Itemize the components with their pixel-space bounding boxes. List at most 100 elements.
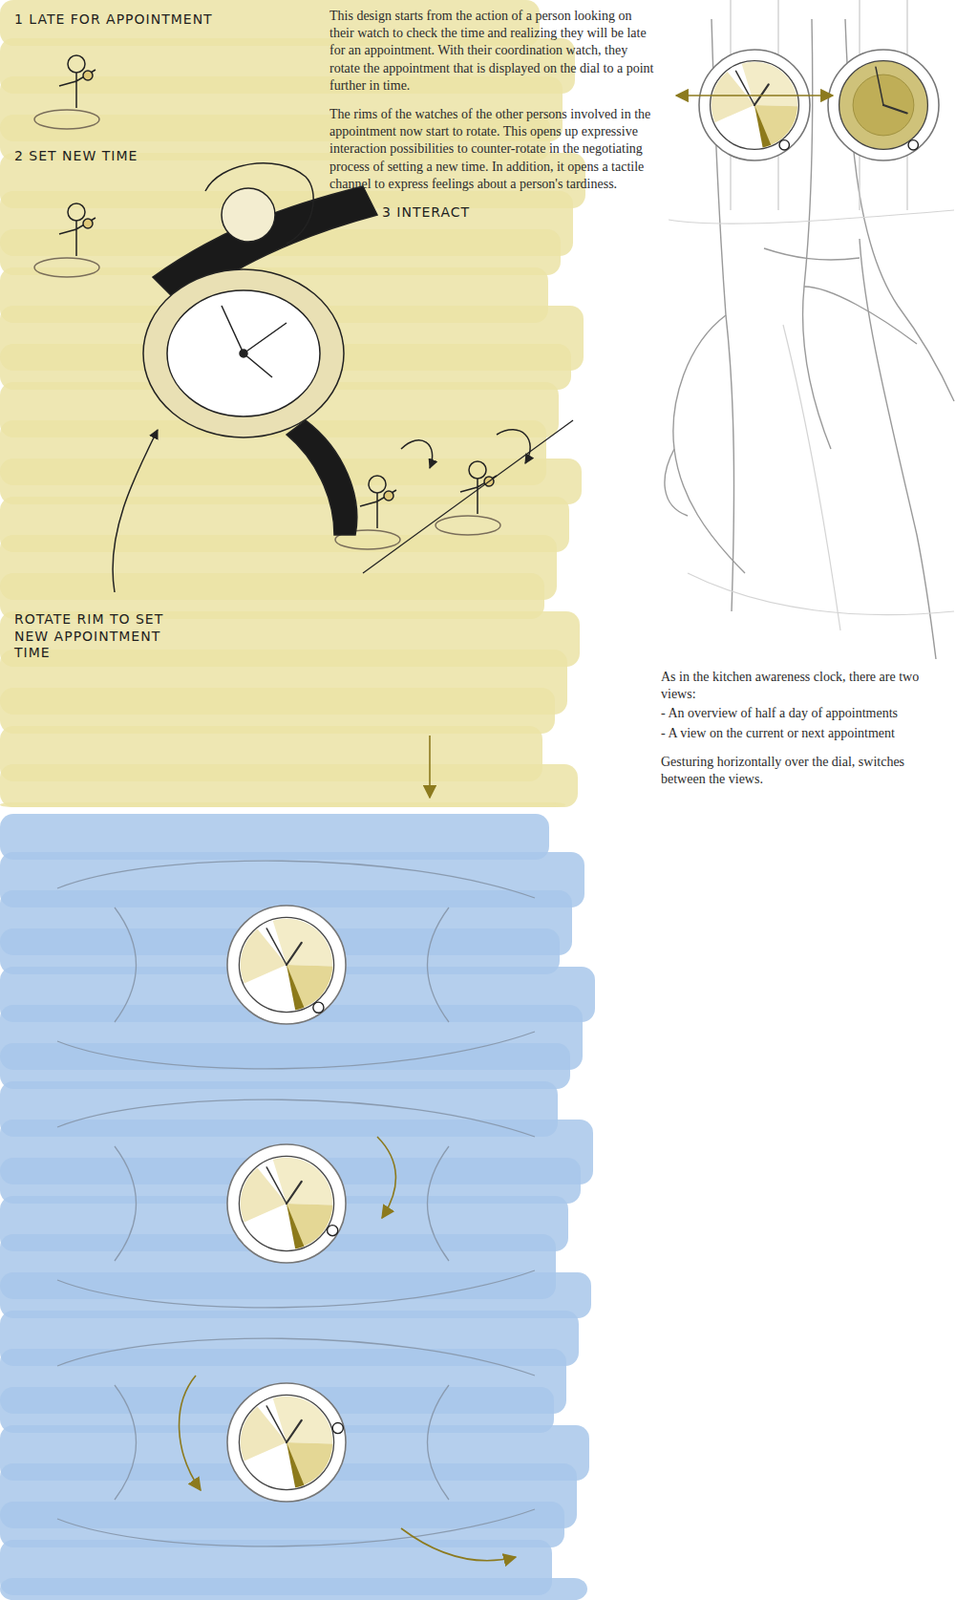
sketch-line: [687, 573, 955, 616]
painted-band: This design starts from the action of a …: [0, 0, 669, 808]
pen-line: [362, 420, 574, 574]
watch-rim: [143, 269, 344, 438]
appointment-sector: [240, 1167, 287, 1222]
watch-dial: [839, 61, 929, 150]
arm-sketch-faint: [668, 210, 955, 631]
appointment-sector: [286, 1442, 333, 1488]
sketch-line: [664, 448, 688, 516]
appointment-sector: [240, 1405, 287, 1461]
note-text: - An overview of half a day of appointme…: [660, 704, 948, 723]
finger-outline: [427, 1384, 450, 1500]
watch-rim: [227, 1382, 346, 1502]
watch-rim: [699, 49, 810, 161]
finger-outline: [114, 1384, 137, 1500]
paint-stroke: [0, 1577, 588, 1600]
appointment-sector: [754, 105, 798, 148]
sketch-line: [673, 315, 745, 574]
paint-stroke: [0, 802, 566, 808]
watch: [227, 1382, 346, 1502]
wrist-watch: [83, 70, 93, 81]
watch-strap: [286, 420, 358, 535]
shadow: [34, 257, 100, 277]
flow-arrow: [428, 735, 431, 798]
rotate-arrow: [401, 440, 433, 468]
note-text: As in the kitchen awareness clock, there…: [660, 668, 948, 703]
body: [59, 69, 96, 108]
hand-outline: [57, 1508, 535, 1547]
appointment-sector: [286, 1203, 304, 1249]
person-figure: [34, 203, 100, 277]
rotation-arrow: [377, 1136, 396, 1218]
clock-hand: [266, 928, 287, 965]
watch-dial: [710, 61, 800, 150]
person-figure: [34, 55, 100, 129]
blue-band: [0, 813, 595, 1600]
watch: [828, 49, 939, 161]
appointment-sector: [273, 918, 334, 967]
arm-sketch: [664, 19, 955, 659]
finger-outline: [114, 1146, 137, 1261]
clock-hand: [875, 66, 884, 106]
rotation-arrow: [401, 1528, 516, 1561]
crown-knob: [779, 140, 789, 150]
watch: [227, 1144, 346, 1263]
appointment-sector: [286, 964, 333, 1010]
finger-outline: [427, 1146, 450, 1261]
sketch-line: [803, 19, 831, 449]
clock-center: [239, 349, 248, 358]
hand-outline: [57, 1338, 535, 1376]
clock-hand: [266, 1405, 287, 1443]
rotate-arrows: [179, 1136, 516, 1561]
watch-dial: [167, 290, 320, 417]
finger-outline: [427, 907, 450, 1022]
wrist-sketch: [57, 860, 535, 1547]
sketch-line: [783, 324, 841, 631]
appointment-sector: [273, 1396, 334, 1445]
note-text: Gesturing horizontally over the dial, sw…: [660, 753, 948, 788]
appointment-sector: [742, 62, 799, 107]
body: [59, 217, 96, 256]
head: [67, 203, 85, 221]
crown-knob: [327, 1225, 339, 1236]
clock-hand: [286, 1420, 302, 1443]
watch-rim: [227, 905, 346, 1024]
rotation-arrow: [179, 1375, 201, 1490]
appointment-sector: [286, 1442, 304, 1488]
watch: [699, 49, 810, 161]
sketch-note: 2 SET NEW TIME: [14, 148, 177, 166]
sketch-line: [764, 248, 860, 260]
crown-knob: [332, 1422, 343, 1433]
finger-outline: [114, 907, 137, 1022]
clock-hand: [286, 942, 302, 965]
clock-hand: [286, 1181, 302, 1204]
head: [468, 461, 487, 479]
head: [67, 55, 85, 73]
body: [360, 489, 397, 529]
head: [368, 475, 386, 493]
sketch-note: 1 LATE FOR APPOINTMENT: [14, 11, 282, 29]
wrist-watch: [383, 490, 394, 501]
watch-rim: [828, 49, 939, 161]
watch: [227, 905, 346, 1024]
crown-knob: [313, 1001, 324, 1013]
clock-hand: [736, 70, 755, 106]
watch-dial: [238, 1155, 334, 1251]
sketch-note: 3 INTERACT: [382, 204, 535, 222]
watch-rim: [227, 1144, 346, 1263]
hand-outline: [57, 1031, 535, 1069]
rotate-arrow: [496, 429, 531, 464]
wrist-watch: [83, 218, 93, 229]
body-paragraph: The rims of the watches of the other per…: [329, 106, 655, 193]
appointment-sector: [286, 1203, 333, 1249]
sketch-line: [859, 238, 936, 659]
sketch-note: ROTATE RIM TO SET NEW APPOINTMENT TIME: [14, 611, 177, 662]
pointer-arrow: [112, 429, 158, 593]
appointment-sector: [240, 928, 287, 983]
side-note: As in the kitchen awareness clock, there…: [660, 668, 948, 790]
person-figure: [435, 461, 501, 535]
crown-knob: [908, 140, 918, 150]
clock-hand: [883, 105, 908, 113]
watch-dial: [238, 1394, 334, 1489]
clock-hand: [266, 1167, 287, 1204]
